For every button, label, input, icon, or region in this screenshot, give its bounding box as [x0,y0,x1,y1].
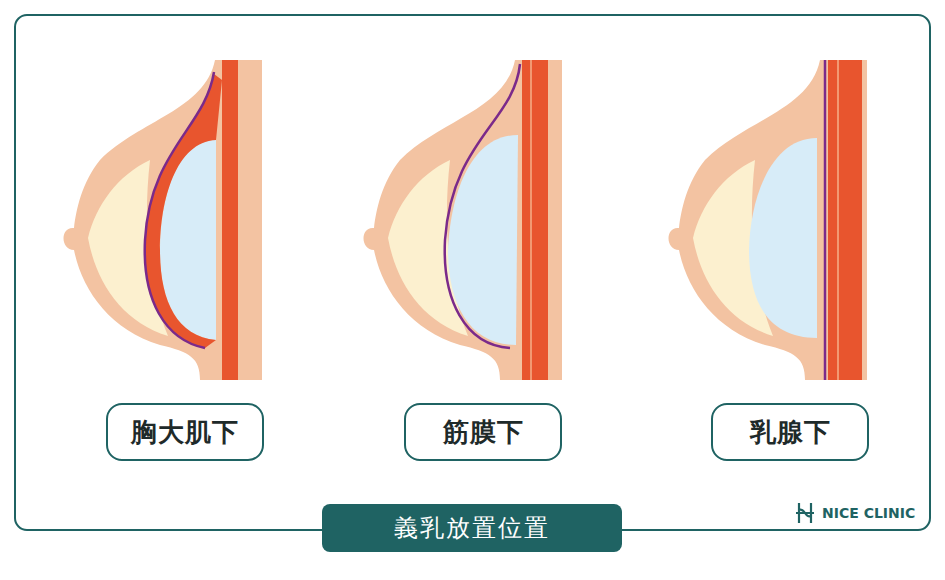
muscle-line [530,60,532,380]
fascia-line [145,72,214,348]
breast-tissue [364,60,563,380]
logo-text: NICE CLINIC [822,505,915,521]
fascia-line [824,60,827,380]
label-text: 胸大肌下 [131,415,239,450]
position-label: 乳腺下 [711,403,869,461]
position-label: 筋膜下 [404,403,562,461]
subfascial-illustration [364,60,563,380]
label-text: 筋膜下 [443,415,524,450]
position-label: 胸大肌下 [106,403,264,461]
logo-icon [796,503,814,523]
fascia-line [445,64,520,348]
muscle-line [837,60,839,380]
chest-muscle [828,60,862,380]
breast-tissue [64,60,263,380]
frame [15,15,930,530]
label-text: 乳腺下 [750,415,831,450]
implant [749,138,817,338]
chest-muscle [522,60,548,380]
submuscular-illustration [64,60,263,380]
subglandular-illustration [669,60,868,380]
title: 義乳放置位置 [394,512,550,544]
title-box: 義乳放置位置 [322,504,622,552]
breast-tissue [669,60,868,380]
chest-muscle [222,60,238,380]
